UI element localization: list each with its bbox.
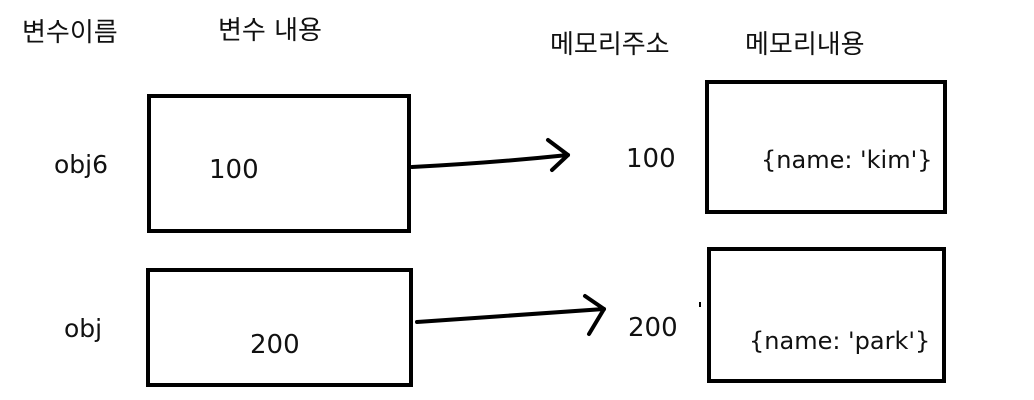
variable-name-obj: obj [64, 314, 103, 343]
arrowhead-obj6 [546, 138, 570, 172]
arrow-obj6-to-100 [410, 153, 570, 169]
variable-name-obj6: obj6 [54, 150, 109, 179]
header-variable-name: 변수이름 [22, 18, 118, 48]
variable-content-value: 200 [250, 330, 300, 360]
arrowhead-obj [583, 294, 606, 336]
memory-content-box: {name: 'park'} [707, 247, 946, 383]
memory-content-box: {name: 'kim'} [705, 80, 947, 214]
header-memory-content: 메모리내용 [745, 30, 865, 60]
header-memory-address: 메모리주소 [550, 30, 670, 60]
memory-address-value: 100 [626, 144, 676, 174]
variable-content-box: 200 [146, 268, 413, 387]
memory-address-value: 200 [628, 313, 678, 343]
variable-content-value: 100 [209, 155, 259, 185]
header-variable-content: 변수 내용 [218, 16, 322, 46]
variable-content-box: 100 [147, 94, 411, 233]
memory-content-value: {name: 'park'} [749, 327, 931, 355]
memory-content-value: {name: 'kim'} [761, 146, 933, 174]
arrow-obj-to-200 [415, 307, 606, 324]
